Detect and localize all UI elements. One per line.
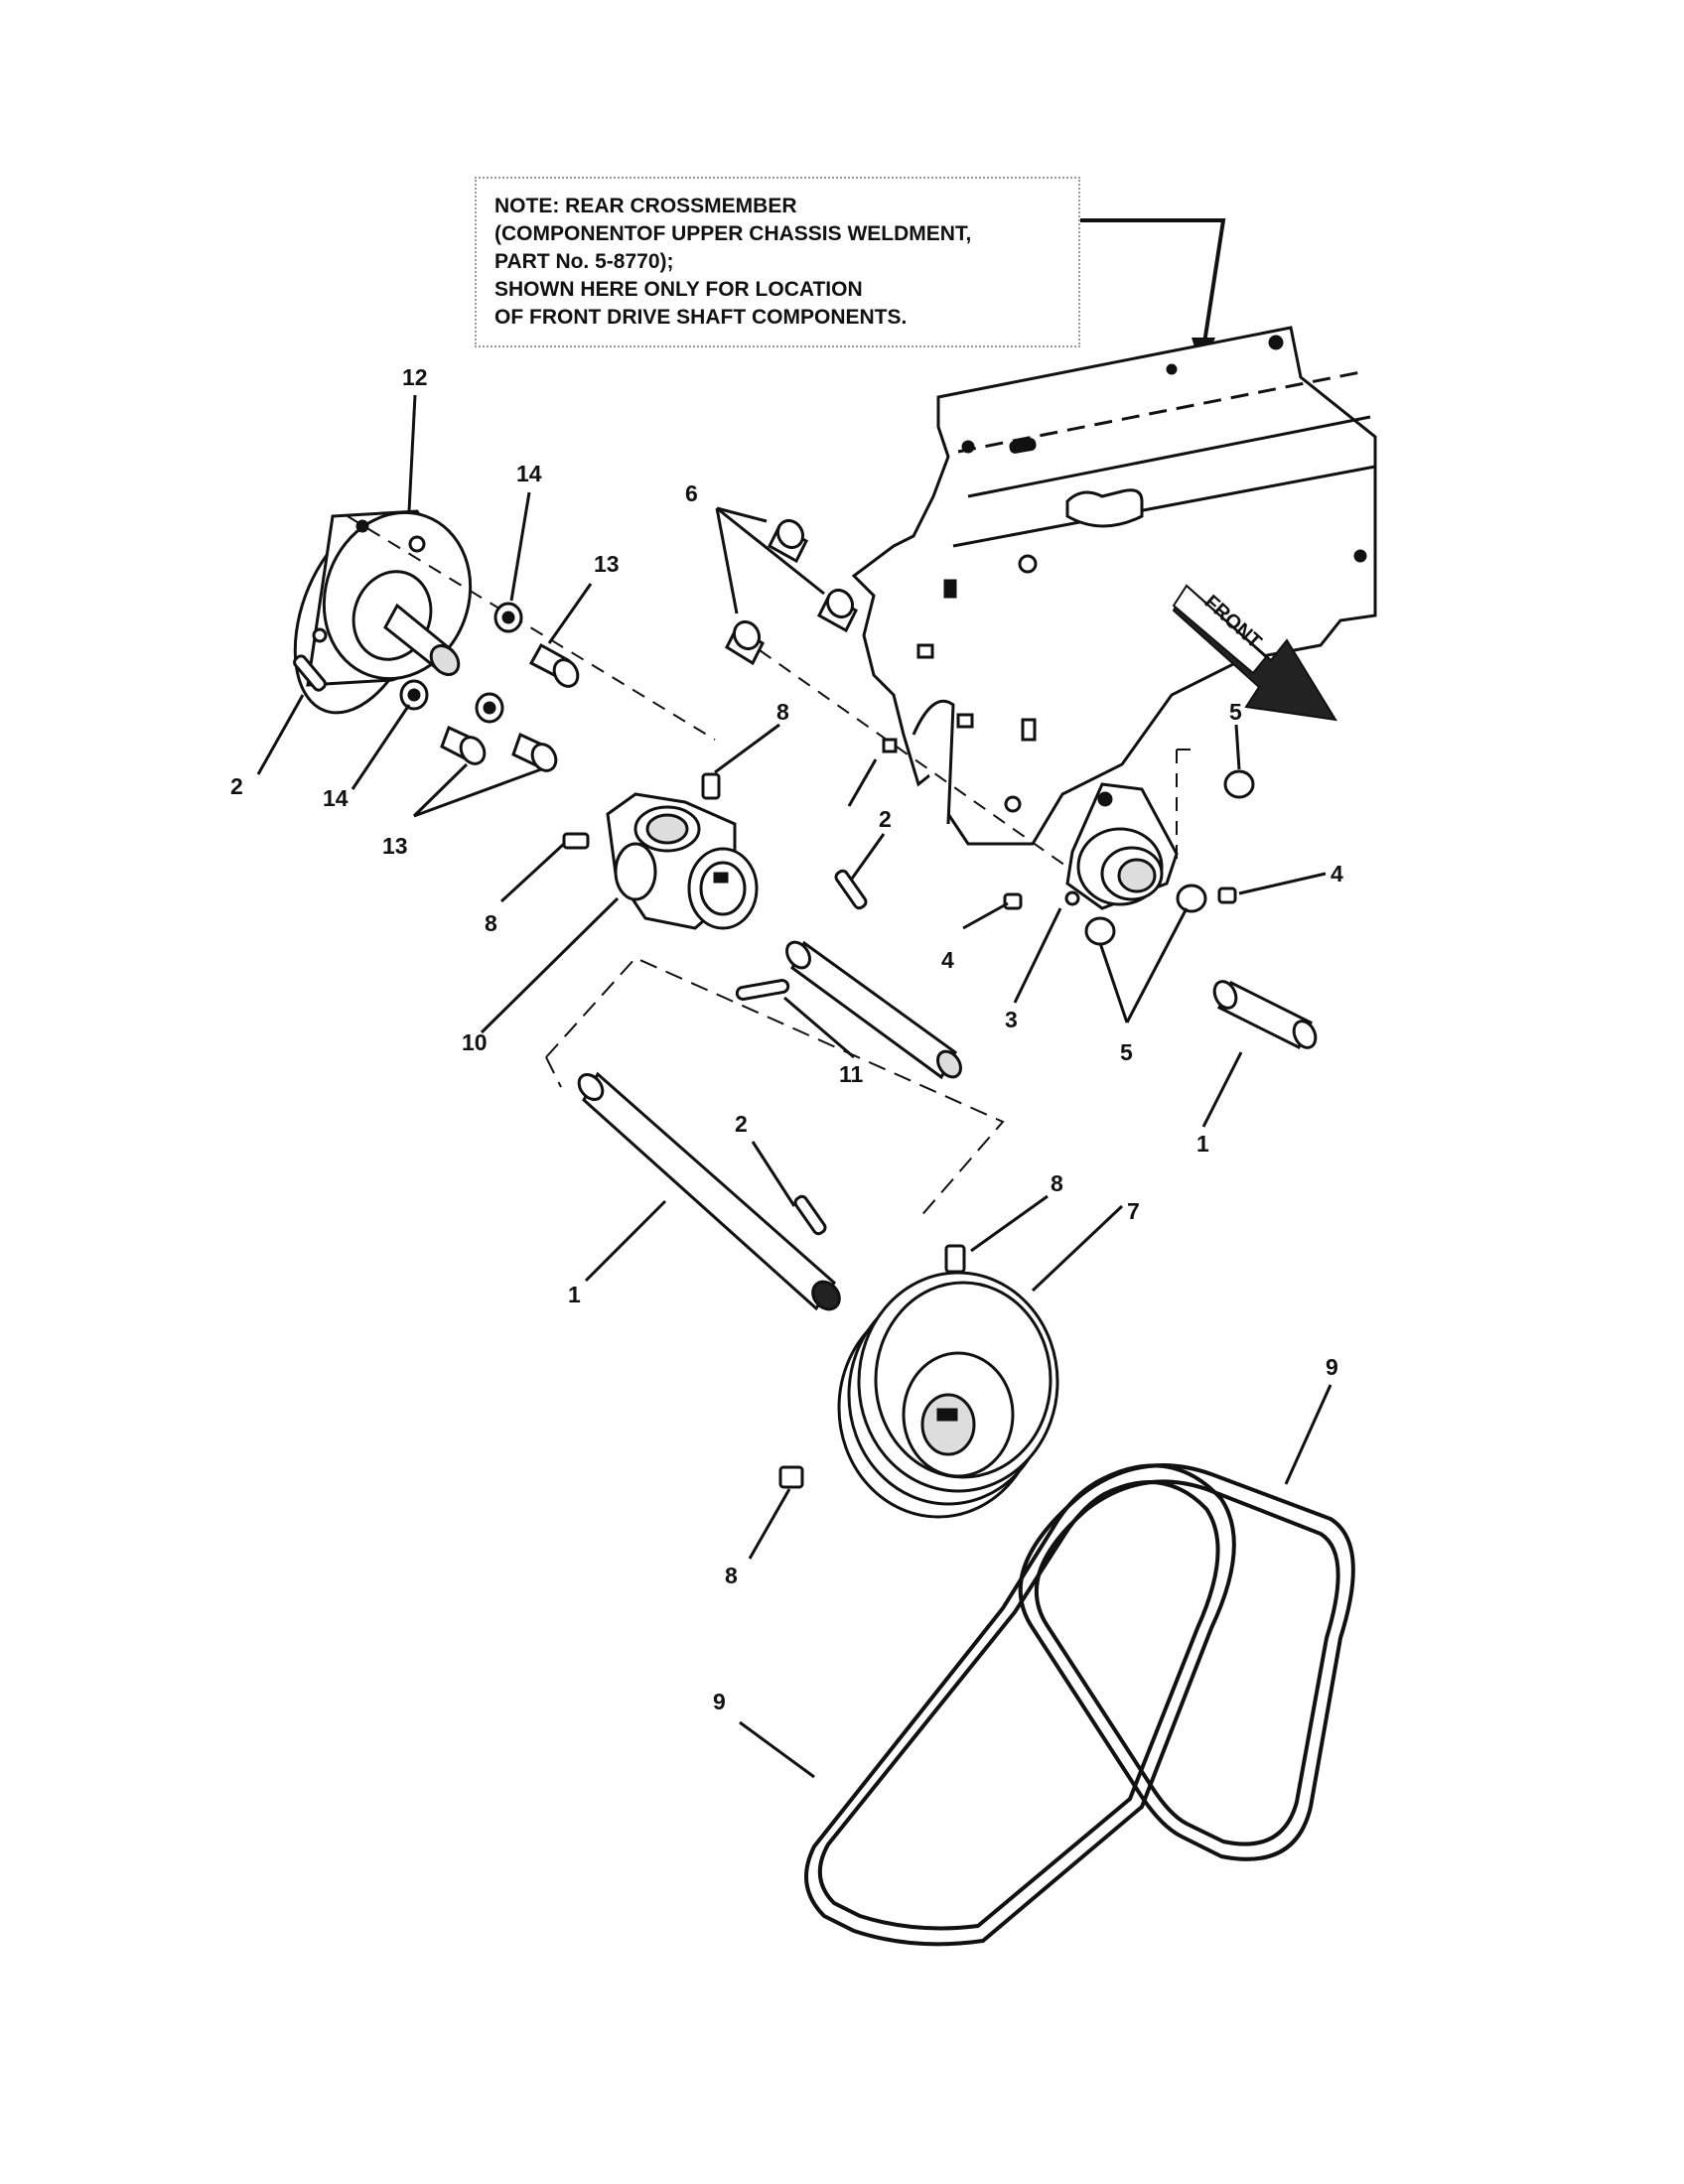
callout-5: 5 bbox=[1120, 1039, 1133, 1065]
part-2-key-a bbox=[293, 654, 327, 692]
callout-3: 3 bbox=[1005, 1007, 1018, 1032]
note-line: OF FRONT DRIVE SHAFT COMPONENTS. bbox=[494, 306, 908, 329]
callout-8: 8 bbox=[725, 1563, 738, 1588]
part-12-flange-hub bbox=[293, 509, 716, 741]
callout-2: 2 bbox=[879, 806, 892, 832]
callout-2: 2 bbox=[735, 1111, 748, 1137]
callout-14: 14 bbox=[323, 785, 349, 811]
callout-labels: 12 14 13 6 2 14 13 8 8 10 2 11 2 1 5 4 4… bbox=[230, 364, 1343, 1714]
leader-lines bbox=[256, 394, 1333, 1779]
callout-8: 8 bbox=[485, 910, 497, 936]
part-1-shafts bbox=[577, 940, 1318, 1311]
part-7-pulley bbox=[837, 1271, 1059, 1519]
part-3-flange-bearing bbox=[1064, 782, 1179, 910]
callout-7: 7 bbox=[1127, 1198, 1140, 1224]
callout-13: 13 bbox=[382, 833, 408, 859]
part-13-bolts bbox=[440, 642, 580, 772]
note-line: (COMPONENTOF UPPER CHASSIS WELDMENT, bbox=[494, 222, 972, 245]
part-8-set-screws bbox=[562, 772, 966, 1489]
dashed-assembly-outline bbox=[545, 956, 1005, 1220]
note-box: NOTE: REAR CROSSMEMBER (COMPONENTOF UPPE… bbox=[475, 177, 1080, 347]
callout-4: 4 bbox=[1331, 861, 1343, 887]
note-line: SHOWN HERE ONLY FOR LOCATION bbox=[494, 278, 863, 301]
callout-10: 10 bbox=[462, 1029, 488, 1055]
part-2-key-b bbox=[834, 869, 868, 910]
part-14-nuts bbox=[399, 602, 523, 724]
part-11-pin bbox=[735, 979, 790, 1001]
callout-8: 8 bbox=[1051, 1170, 1063, 1196]
note-line: NOTE: REAR CROSSMEMBER bbox=[494, 195, 797, 217]
callout-14: 14 bbox=[516, 461, 542, 486]
part-6-bolts bbox=[725, 518, 1113, 899]
part-10-u-joint bbox=[606, 792, 759, 930]
callout-1: 1 bbox=[568, 1282, 581, 1307]
callout-2: 2 bbox=[230, 773, 243, 799]
part-9-belts bbox=[804, 1463, 1355, 1947]
part-2-key-c bbox=[793, 1194, 827, 1236]
callout-12: 12 bbox=[402, 364, 428, 390]
rear-crossmember bbox=[847, 326, 1377, 846]
callout-6: 6 bbox=[685, 480, 698, 506]
callout-9: 9 bbox=[713, 1689, 726, 1714]
callout-13: 13 bbox=[594, 551, 620, 577]
callout-4: 4 bbox=[941, 947, 954, 973]
part-4-5-hardware bbox=[1003, 749, 1255, 946]
note-line: PART No. 5-8770); bbox=[494, 250, 674, 273]
callout-1: 1 bbox=[1196, 1131, 1209, 1157]
callout-11: 11 bbox=[839, 1061, 864, 1087]
callout-8: 8 bbox=[776, 699, 789, 725]
callout-5: 5 bbox=[1229, 699, 1242, 725]
callout-9: 9 bbox=[1326, 1354, 1338, 1380]
